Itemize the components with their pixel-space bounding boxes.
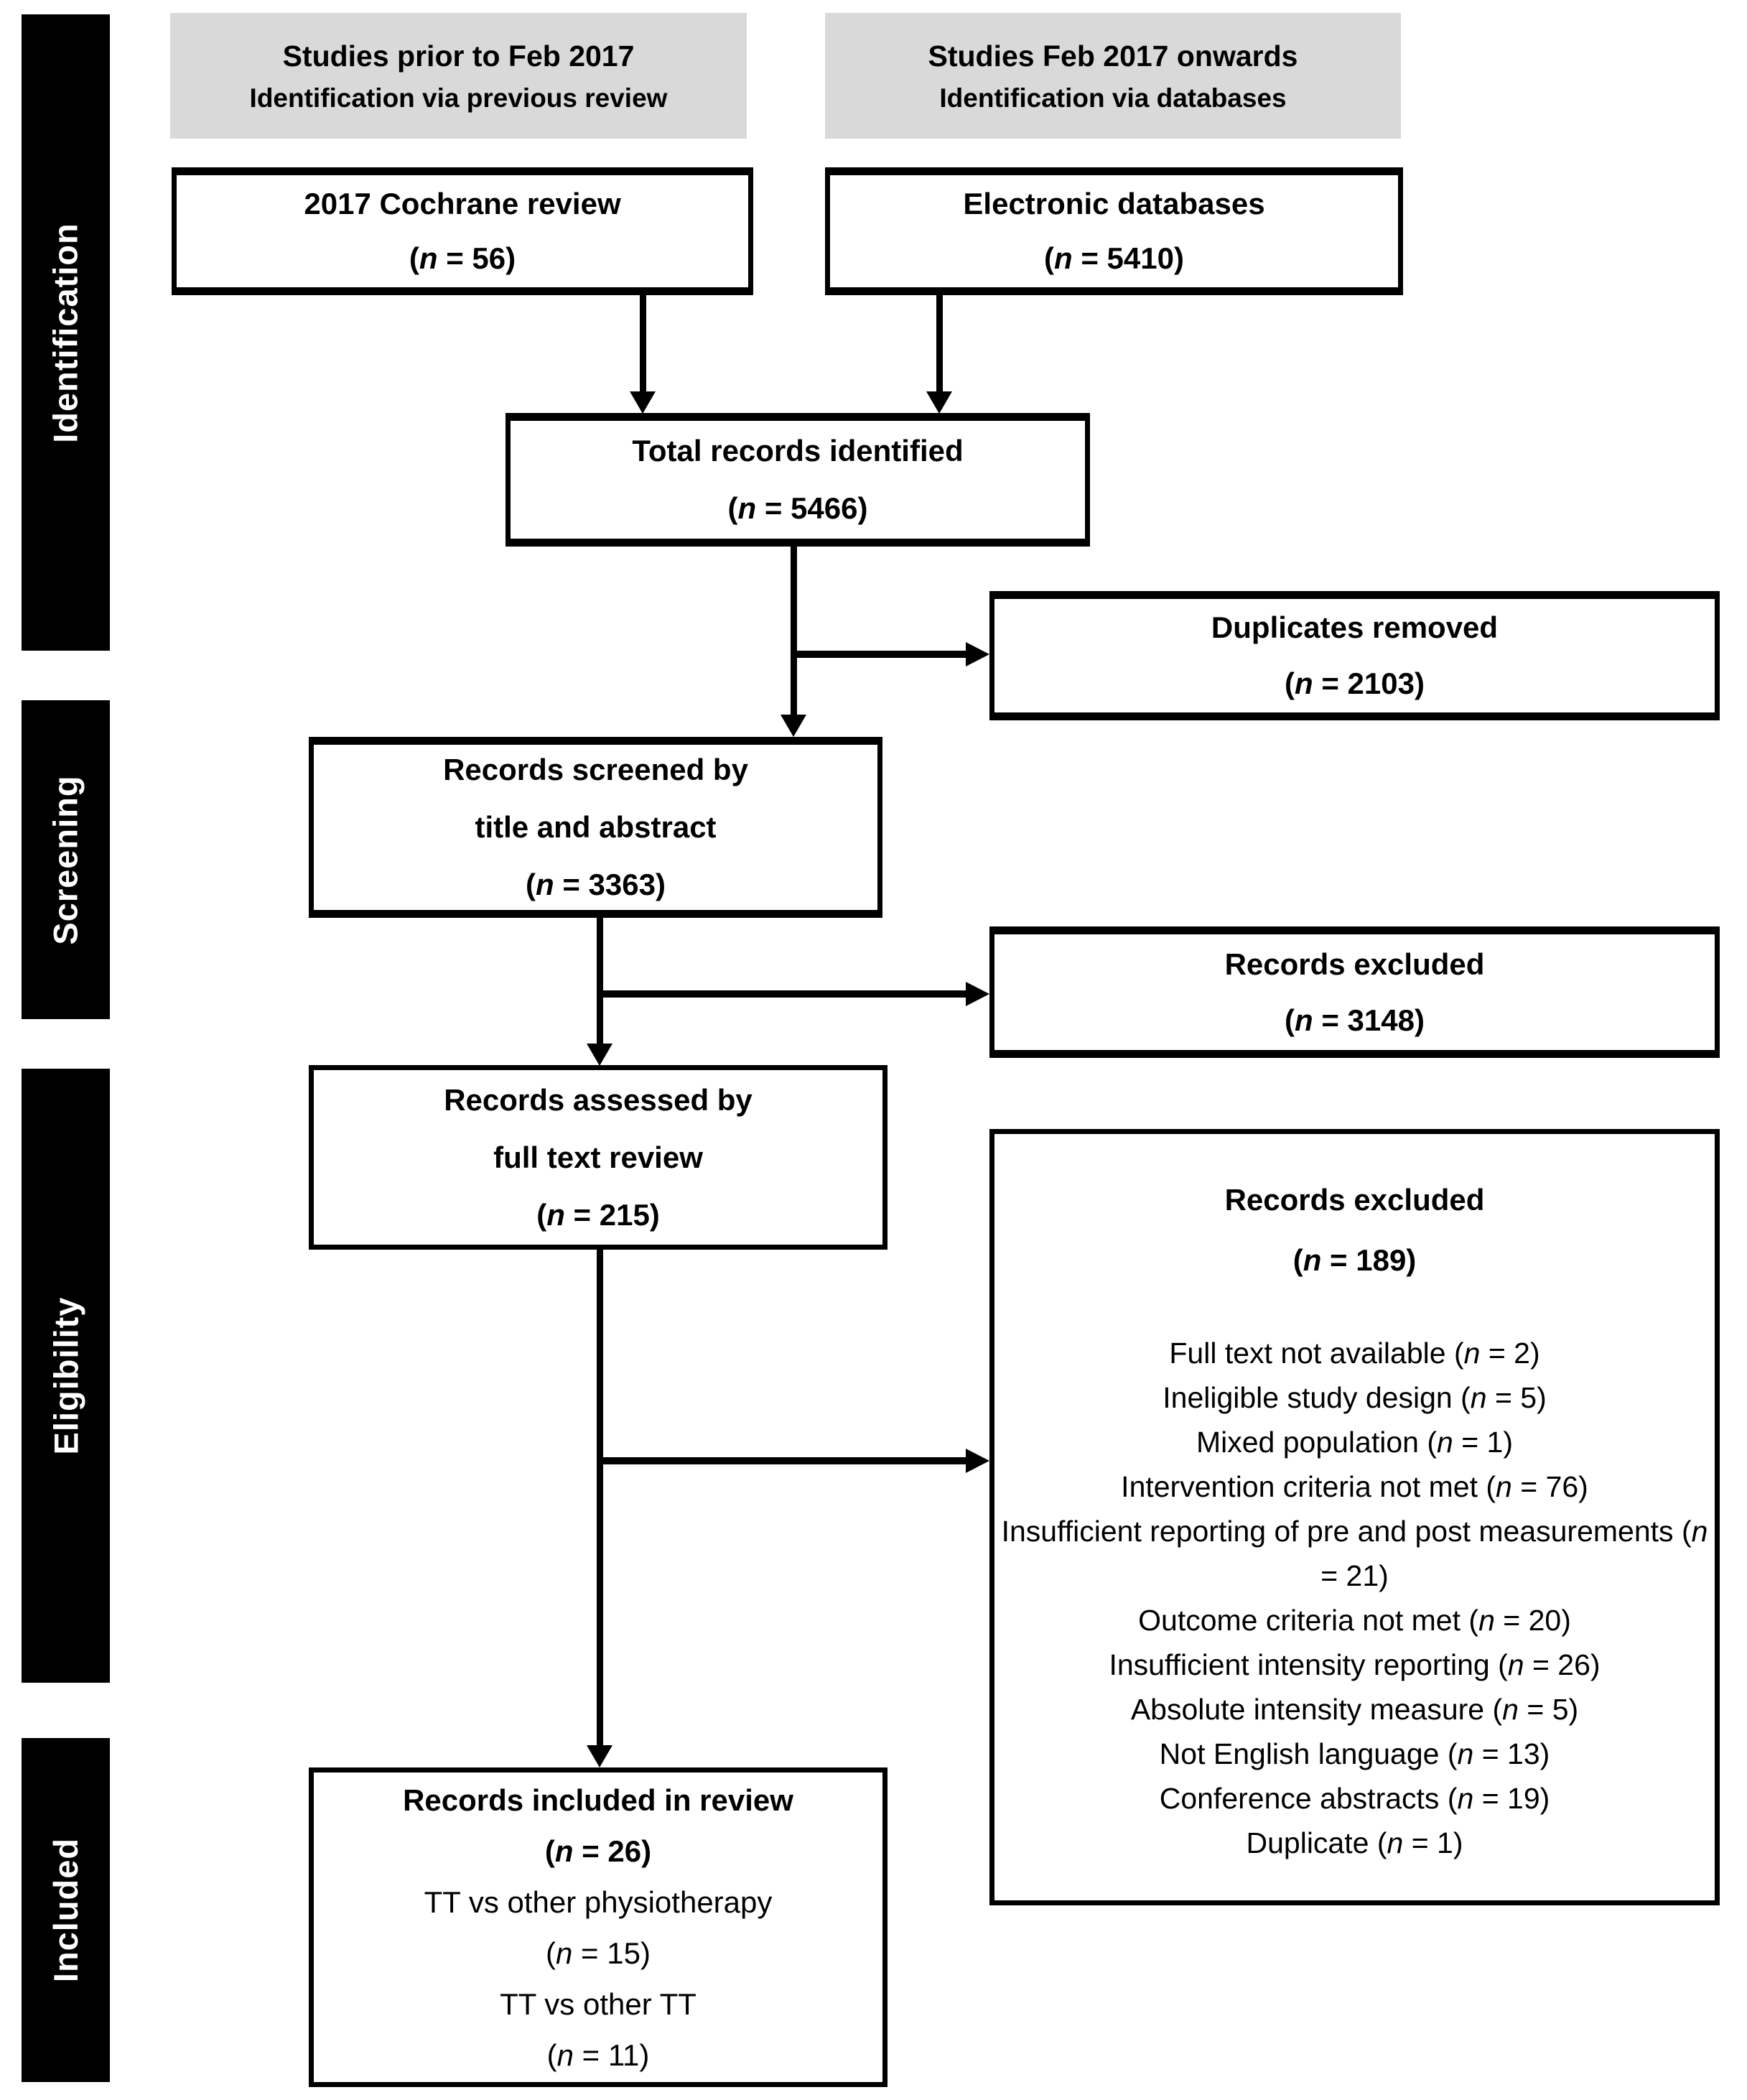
text-line: Total records identified xyxy=(632,434,964,468)
text-line: Intervention criteria not met (n = 76) xyxy=(1121,1469,1588,1503)
text-line: Records included in review xyxy=(403,1783,793,1817)
box-cochrane-review: 2017 Cochrane review (n = 56) xyxy=(172,167,753,295)
connector-to-excluded-screening xyxy=(600,990,966,998)
n-italic: n xyxy=(737,491,757,525)
text-line: (n = 5410) xyxy=(1044,241,1184,275)
text-line: Mixed population (n = 1) xyxy=(1196,1425,1514,1459)
column-header-subtitle: Identification via previous review xyxy=(249,83,668,113)
text-line: Insufficient intensity reporting (n = 26… xyxy=(1109,1648,1601,1681)
text-line: (n = 26) xyxy=(544,1834,652,1868)
connector-electronic-to-total xyxy=(936,294,943,392)
n-italic: n xyxy=(556,2038,574,2072)
n-italic: n xyxy=(1437,1425,1453,1459)
n-italic: n xyxy=(546,1197,565,1232)
stage-eligibility: Eligibility xyxy=(22,1069,110,1683)
text-line: (n = 3363) xyxy=(526,868,666,901)
column-header-subtitle: Identification via databases xyxy=(939,83,1287,113)
n-italic: n xyxy=(1507,1648,1524,1681)
n-italic: n xyxy=(1496,1469,1512,1503)
arrowhead-down-icon xyxy=(587,1044,612,1066)
text-line: Duplicates removed xyxy=(1211,610,1499,644)
arrowhead-down-icon xyxy=(630,391,656,414)
n-italic: n xyxy=(1478,1603,1495,1637)
text-line: Records screened by xyxy=(443,753,748,786)
stage-label: Included xyxy=(47,1837,85,1983)
arrowhead-down-icon xyxy=(587,1745,612,1767)
stage-included: Included xyxy=(22,1738,110,2082)
text-line: (n = 2103) xyxy=(1285,666,1425,700)
n-italic: n xyxy=(1502,1692,1519,1726)
stage-label: Identification xyxy=(47,222,85,443)
connector-to-excluded-fulltext xyxy=(600,1457,966,1464)
box-records-assessed: Records assessed by full text review (n = … xyxy=(309,1065,888,1250)
box-records-included: Records included in review (n = 26) TT vs … xyxy=(309,1767,888,2087)
stage-label: Eligibility xyxy=(47,1296,85,1455)
n-italic: n xyxy=(1303,1242,1322,1277)
text-line: TT vs other physiotherapy xyxy=(424,1885,773,1919)
connector-total-to-screened xyxy=(791,547,797,716)
text-line: (n = 189) xyxy=(1292,1242,1417,1277)
n-italic: n xyxy=(1457,1781,1474,1815)
text-line: title and abstract xyxy=(475,810,717,844)
text-line: (n = 215) xyxy=(536,1197,660,1232)
excluded-fulltext-reasons: Full text not available (n = 2) Ineligibl… xyxy=(994,1331,1715,1865)
text-line: full text review xyxy=(493,1140,703,1174)
n-italic: n xyxy=(1470,1380,1487,1414)
text-line: (n = 3148) xyxy=(1285,1003,1425,1037)
text-line: (n = 15) xyxy=(546,1936,651,1970)
text-line: (n = 11) xyxy=(546,2038,650,2072)
n-italic: n xyxy=(1691,1514,1708,1548)
n-italic: n xyxy=(1457,1737,1474,1770)
connector-assessed-to-included xyxy=(597,1250,603,1746)
text-line: (n = 5466) xyxy=(727,491,868,525)
column-header-title: Studies Feb 2017 onwards xyxy=(928,39,1298,73)
n-italic: n xyxy=(1295,666,1313,700)
text-line: Ineligible study design (n = 5) xyxy=(1163,1380,1547,1414)
text-line: Duplicate (n = 1) xyxy=(1246,1826,1463,1859)
n-italic: n xyxy=(1463,1336,1481,1370)
n-italic: n xyxy=(1295,1003,1313,1037)
connector-cochrane-to-total xyxy=(640,294,646,392)
text-line: Electronic databases xyxy=(963,187,1265,220)
text-line: 2017 Cochrane review xyxy=(304,187,621,220)
connector-to-duplicates xyxy=(793,651,966,658)
n-italic: n xyxy=(419,241,438,275)
text-line: Insufficient reporting of pre and post m… xyxy=(1001,1514,1708,1592)
column-header-databases: Studies Feb 2017 onwards Identification … xyxy=(825,13,1401,139)
text-line: Conference abstracts (n = 19) xyxy=(1159,1781,1550,1815)
stage-identification: Identification xyxy=(22,14,110,651)
text-line: Not English language (n = 13) xyxy=(1159,1737,1550,1770)
box-duplicates-removed: Duplicates removed (n = 2103) xyxy=(989,591,1720,720)
text-line: TT vs other TT xyxy=(500,1987,697,2021)
arrowhead-right-icon xyxy=(966,982,989,1006)
n-italic: n xyxy=(1387,1826,1404,1859)
box-electronic-databases: Electronic databases (n = 5410) xyxy=(825,167,1403,295)
text-line: Records excluded xyxy=(1224,947,1485,981)
box-records-excluded-fulltext: Records excluded (n = 189) Full text not … xyxy=(989,1129,1720,1905)
arrowhead-right-icon xyxy=(966,1449,989,1473)
text-line: (n = 56) xyxy=(409,241,516,275)
box-records-excluded-screening: Records excluded (n = 3148) xyxy=(989,926,1720,1058)
n-italic: n xyxy=(554,1834,574,1868)
column-header-previous-review: Studies prior to Feb 2017 Identification… xyxy=(170,13,747,139)
text-line: Full text not available (n = 2) xyxy=(1169,1336,1540,1370)
n-italic: n xyxy=(556,1936,573,1970)
arrowhead-right-icon xyxy=(966,642,989,666)
box-records-screened: Records screened by title and abstract (n … xyxy=(309,737,882,918)
text-line: Records assessed by xyxy=(444,1082,753,1117)
text-line: Absolute intensity measure (n = 5) xyxy=(1130,1692,1579,1726)
n-italic: n xyxy=(1054,241,1073,275)
arrowhead-down-icon xyxy=(926,391,952,414)
text-line: Records excluded xyxy=(1224,1182,1485,1217)
n-italic: n xyxy=(536,868,554,901)
stage-label: Screening xyxy=(47,774,85,945)
column-header-title: Studies prior to Feb 2017 xyxy=(282,39,635,73)
arrowhead-down-icon xyxy=(781,715,806,737)
box-total-records: Total records identified (n = 5466) xyxy=(506,413,1090,547)
excluded-fulltext-title: Records excluded (n = 189) xyxy=(994,1170,1715,1291)
connector-screened-to-assessed xyxy=(597,918,603,1046)
stage-screening: Screening xyxy=(22,700,110,1019)
text-line: Outcome criteria not met (n = 20) xyxy=(1138,1603,1571,1637)
